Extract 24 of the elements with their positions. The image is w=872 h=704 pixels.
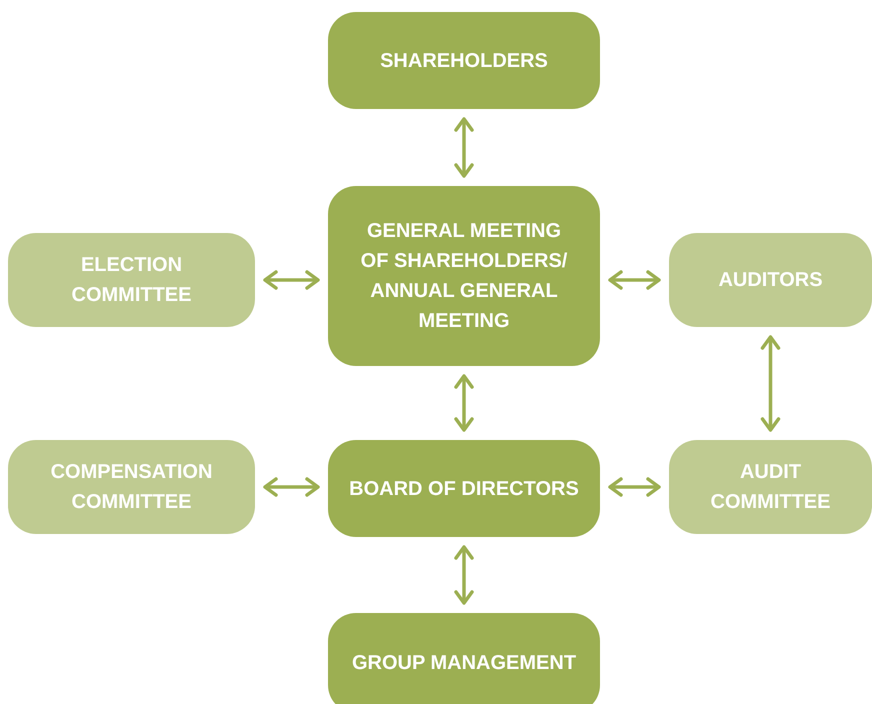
committee-box bbox=[669, 233, 872, 327]
box-label: GENERAL MEETING OF SHAREHOLDERS/ ANNUAL GENERAL MEETING bbox=[360, 219, 568, 334]
box-label: SHAREHOLDERS bbox=[380, 48, 548, 74]
committee-box bbox=[8, 440, 255, 534]
box-label: BOARD OF DIRECTORS bbox=[349, 476, 579, 502]
box-label: GROUP MANAGEMENT bbox=[352, 651, 576, 676]
process-box bbox=[328, 440, 600, 537]
box-label: AUDITORS bbox=[718, 268, 823, 293]
double-arrow bbox=[608, 477, 661, 497]
box-label: ELECTION COMMITTEE bbox=[70, 253, 192, 308]
box-label: COMPENSATION COMMITTEE bbox=[50, 460, 214, 515]
double-arrow bbox=[454, 374, 474, 432]
double-arrow bbox=[263, 477, 320, 497]
process-box bbox=[328, 186, 600, 366]
box-label: AUDIT COMMITTEE bbox=[710, 460, 832, 515]
committee-box bbox=[669, 440, 872, 534]
committee-box bbox=[8, 233, 255, 327]
double-arrow bbox=[454, 545, 474, 605]
double-arrow bbox=[454, 117, 474, 178]
double-arrow bbox=[608, 270, 661, 290]
double-arrow bbox=[263, 270, 320, 290]
process-box bbox=[328, 613, 600, 704]
double-arrow bbox=[760, 335, 780, 432]
process-box bbox=[328, 12, 600, 109]
